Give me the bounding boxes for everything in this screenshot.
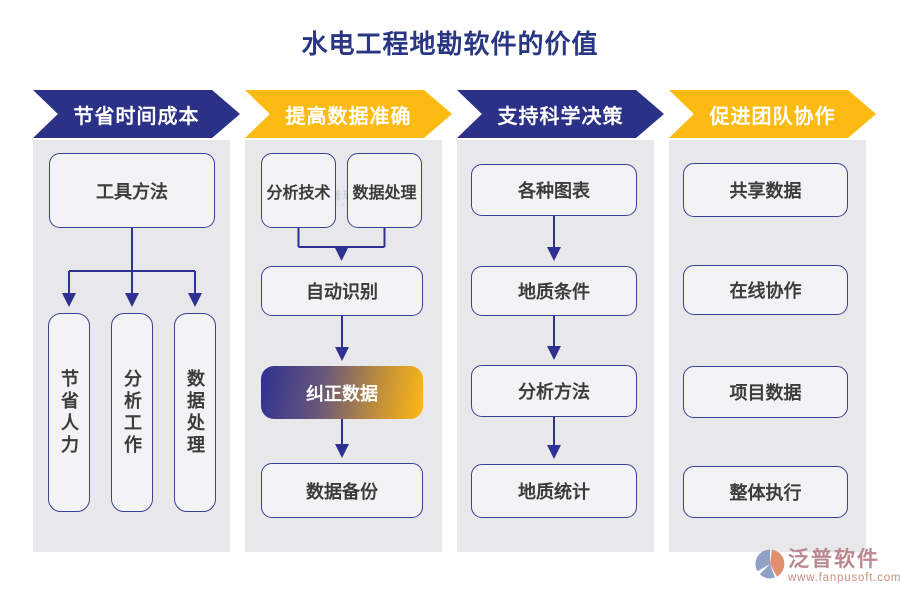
box-overall-execution: 整体执行 bbox=[683, 466, 848, 518]
brand-logo-icon bbox=[755, 549, 785, 579]
header-team-collaboration: 促进团队协作 bbox=[669, 90, 876, 138]
brand-name: 泛普软件 bbox=[788, 548, 880, 571]
box-save-manpower: 节省人力 bbox=[48, 313, 90, 512]
box-data-backup: 数据备份 bbox=[261, 463, 423, 518]
header-improve-accuracy: 提高数据准确 bbox=[245, 90, 452, 138]
box-geological-conditions: 地质条件 bbox=[471, 266, 637, 316]
box-analysis-technology: 分析技术 bbox=[261, 153, 336, 228]
watermark-subtitle: FANPU SOFTWARE bbox=[317, 202, 377, 208]
header-scientific-decision: 支持科学决策 bbox=[457, 90, 664, 138]
brand-logo: 泛普软件 www.fanpusoft.com bbox=[754, 548, 900, 585]
box-data-processing-vertical: 数据处理 bbox=[174, 313, 216, 512]
box-geological-statistics: 地质统计 bbox=[471, 464, 637, 518]
brand-url: www.fanpusoft.com bbox=[788, 572, 900, 584]
page-title: 水电工程地勘软件的价值 bbox=[301, 29, 599, 59]
box-analysis-method: 分析方法 bbox=[471, 365, 637, 417]
box-online-collaboration: 在线协作 bbox=[683, 265, 848, 315]
header-save-time-cost: 节省时间成本 bbox=[33, 90, 240, 138]
box-analysis-work: 分析工作 bbox=[111, 313, 153, 512]
box-data-processing: 数据处理 bbox=[347, 153, 422, 228]
box-auto-recognition: 自动识别 bbox=[261, 266, 423, 316]
box-various-charts: 各种图表 bbox=[471, 164, 637, 216]
box-project-data: 项目数据 bbox=[683, 366, 848, 418]
box-share-data: 共享数据 bbox=[683, 163, 848, 217]
box-correct-data: 纠正数据 bbox=[261, 366, 423, 419]
box-tool-method: 工具方法 bbox=[49, 153, 215, 228]
